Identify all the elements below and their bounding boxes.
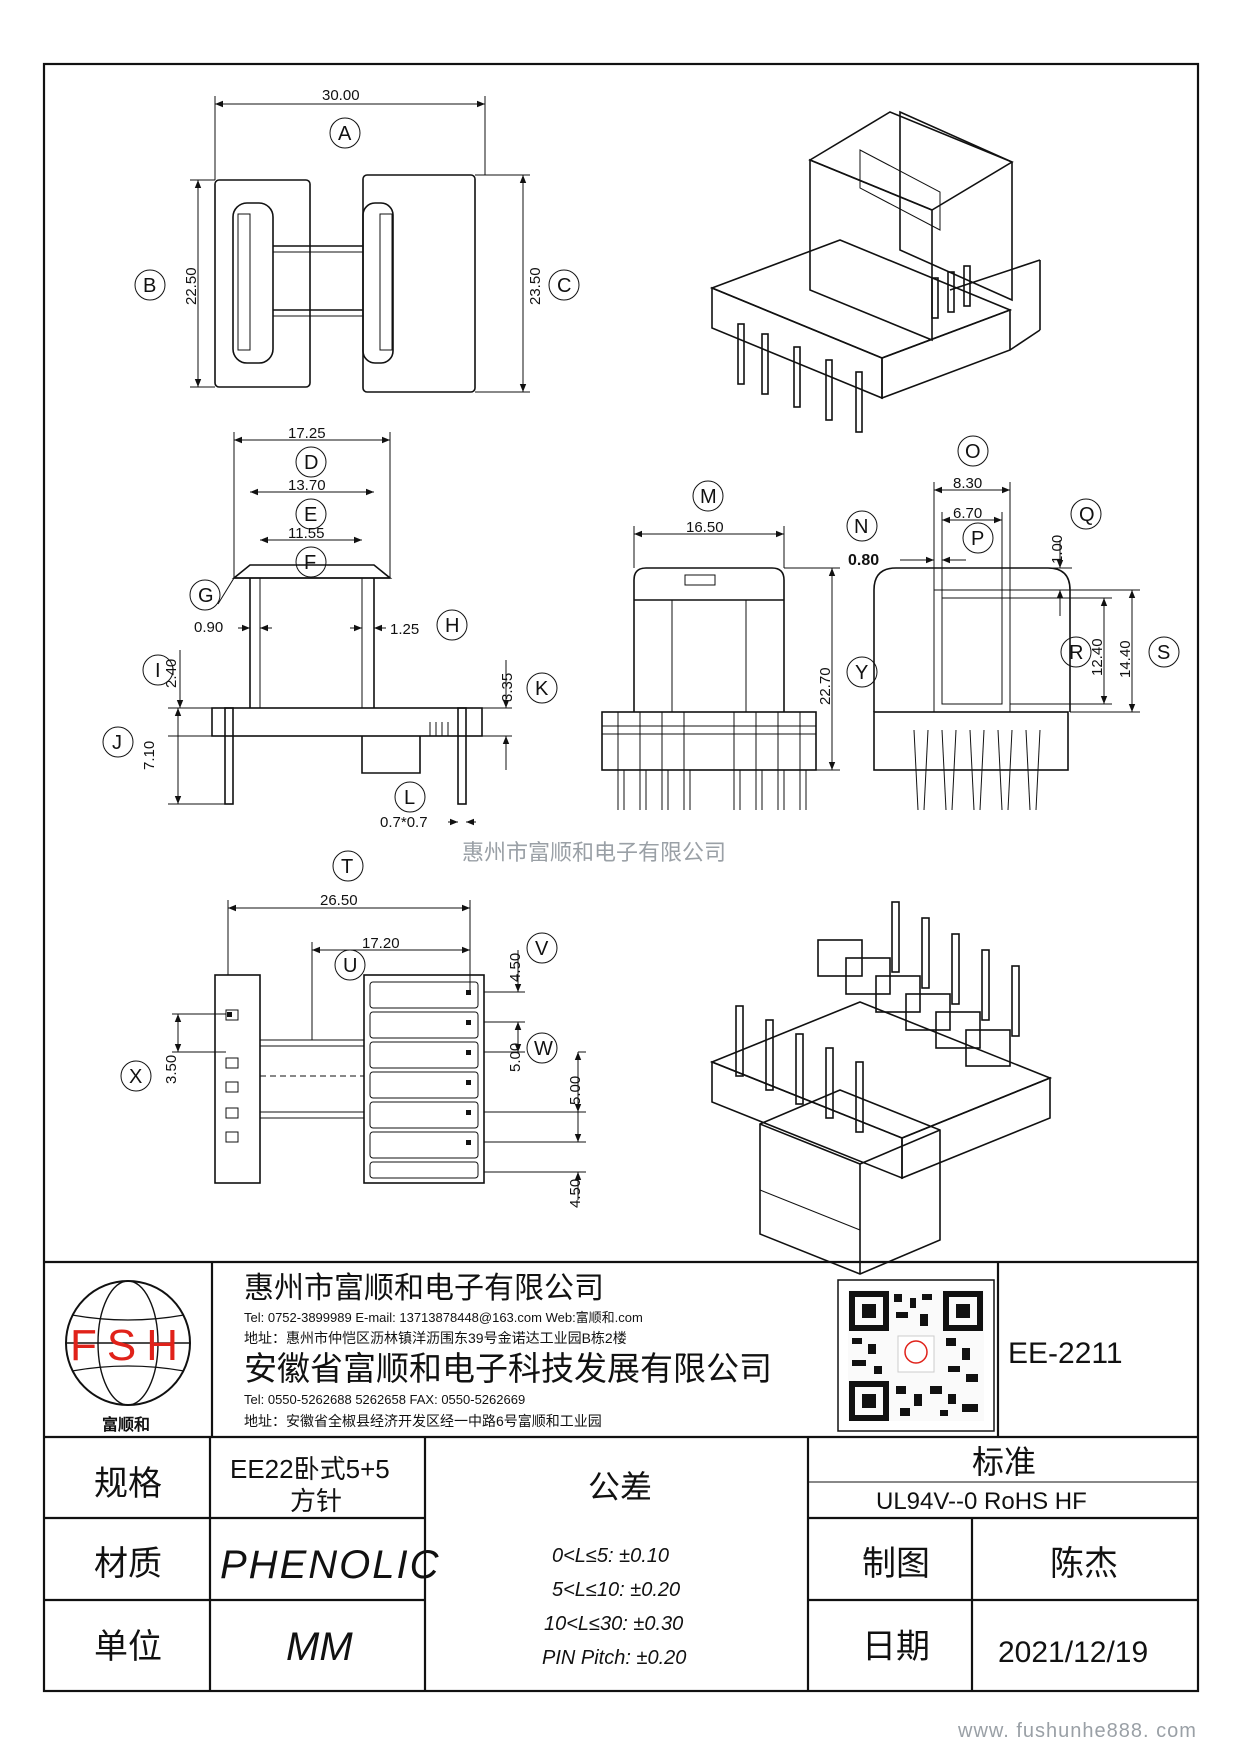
bubble-t: T — [341, 856, 353, 878]
fsh-logo: FSH 富顺和 — [65, 1280, 191, 1434]
spec-value-line2: 方针 — [290, 1486, 342, 1516]
drawn-value: 陈杰 — [1050, 1545, 1118, 1583]
dim-6-70: 6.70 — [953, 505, 982, 522]
section-view: 8.30 O 6.70 P N 0.80 Q 1.00 12.40 R — [846, 435, 1180, 811]
dim-0-80: 0.80 — [848, 552, 879, 569]
dim-2-40: 2.40 — [163, 659, 180, 688]
bubble-q: Q — [1079, 504, 1095, 526]
part-number: EE-2211 — [1008, 1337, 1123, 1370]
date-label: 日期 — [862, 1628, 930, 1666]
dim-5-00-top: 5.00 — [507, 1043, 524, 1072]
logo-caption: 富顺和 — [102, 1415, 150, 1434]
company2-name: 安徽省富顺和电子科技发展有限公司 — [244, 1350, 772, 1387]
dim-4-50-top: 4.50 — [507, 953, 524, 982]
tolerance-row-2: 5<L≤10: ±0.20 — [552, 1579, 680, 1601]
standard-label: 标准 — [972, 1444, 1036, 1480]
tolerance-label: 公差 — [588, 1469, 652, 1505]
bubble-g: G — [198, 585, 214, 607]
material-label: 材质 — [94, 1545, 162, 1583]
bubble-h: H — [445, 615, 459, 637]
bubble-v: V — [535, 938, 549, 960]
tolerance-row-1: 0<L≤5: ±0.10 — [552, 1545, 669, 1567]
bubble-u: U — [343, 955, 357, 977]
dim-7-10: 7.10 — [141, 741, 158, 770]
bubble-r: R — [1069, 642, 1083, 664]
bubble-l: L — [404, 787, 415, 809]
unit-value: MM — [286, 1625, 353, 1669]
side-view: 16.50 M 22.70 Y — [601, 480, 878, 810]
dim-22-50: 22.50 — [183, 267, 200, 305]
dim-16-50: 16.50 — [686, 519, 724, 536]
company1-contact: Tel: 0752-3899989 E-mail: 13713878448@16… — [244, 1310, 643, 1325]
bubble-y: Y — [855, 662, 868, 684]
company1-address: 地址：惠州市仲恺区沥林镇洋沥围东39号金诺达工业园B栋2楼 — [244, 1330, 627, 1346]
bubble-w: W — [534, 1038, 553, 1060]
dim-3-50: 3.50 — [163, 1055, 180, 1084]
isometric-view-bottom — [709, 901, 1053, 1275]
watermark-center: 惠州市富顺和电子有限公司 — [462, 840, 726, 865]
dim-17-20: 17.20 — [362, 935, 400, 952]
drawn-label: 制图 — [862, 1545, 930, 1583]
dim-3-35: 3.35 — [499, 673, 516, 702]
dim-22-70: 22.70 — [817, 667, 834, 705]
bubble-b: B — [143, 275, 156, 297]
sheet-border — [42, 62, 1200, 1693]
dim-11-55: 11.55 — [288, 525, 324, 542]
spec-label: 规格 — [94, 1465, 162, 1503]
dim-13-70: 13.70 — [288, 477, 326, 494]
dim-1-00: 1.00 — [1049, 535, 1066, 564]
dim-12-40: 12.40 — [1089, 638, 1106, 676]
dim-5-00-bottom: 5.00 — [567, 1076, 584, 1105]
isometric-view-top — [709, 110, 1041, 433]
bubble-a: A — [338, 123, 352, 145]
dim-26-50: 26.50 — [320, 892, 358, 909]
title-block: FSH 富顺和 惠州市富顺和电子有限公司 Tel: 0752-3899989 E… — [44, 1260, 1198, 1691]
bubble-m: M — [700, 486, 717, 508]
bubble-j: J — [112, 732, 122, 754]
bubble-k: K — [535, 678, 549, 700]
material-value: PHENOLIC — [220, 1543, 441, 1587]
dim-30-00: 30.00 — [322, 87, 360, 104]
dim-23-50: 23.50 — [527, 267, 544, 305]
dim-0-7x0-7: 0.7*0.7 — [380, 814, 428, 831]
watermark-footer: www. fushunhe888. com — [957, 1720, 1197, 1742]
unit-label: 单位 — [94, 1628, 162, 1666]
bubble-c: C — [557, 275, 571, 297]
dim-1-25: 1.25 — [390, 621, 419, 638]
tolerance-row-3: 10<L≤30: ±0.30 — [544, 1613, 683, 1635]
bubble-s: S — [1157, 642, 1170, 664]
qr-code — [837, 1279, 995, 1432]
bubble-e: E — [304, 504, 317, 526]
bubble-p: P — [971, 528, 984, 550]
tolerance-row-4: PIN Pitch: ±0.20 — [542, 1647, 686, 1669]
front-view: 17.25 D 13.70 E 11.55 F G 0.90 1.25 H 2.… — [102, 425, 558, 831]
dim-14-40: 14.40 — [1117, 640, 1134, 678]
bubble-o: O — [965, 441, 981, 463]
bubble-f: F — [304, 552, 316, 574]
dim-17-25: 17.25 — [288, 425, 326, 442]
standard-value: UL94V--0 RoHS HF — [876, 1488, 1087, 1515]
dim-8-30: 8.30 — [953, 475, 982, 492]
company1-name: 惠州市富顺和电子有限公司 — [244, 1272, 604, 1305]
company2-address: 地址：安徽省全椒县经济开发区经一中路6号富顺和工业园 — [244, 1413, 602, 1429]
bubble-i: I — [155, 660, 161, 682]
bubble-x: X — [129, 1066, 142, 1088]
spec-value-line1: EE22卧式5+5 — [230, 1454, 390, 1484]
dim-0-90: 0.90 — [194, 619, 223, 636]
bubble-d: D — [304, 452, 318, 474]
company2-contact: Tel: 0550-5262688 5262658 FAX: 0550-5262… — [244, 1392, 525, 1407]
logo-text: FSH — [70, 1321, 188, 1370]
bottom-view: 26.50 T 17.20 U 4.50 V 5.00 W 5.00 4.50 — [120, 850, 586, 1208]
top-view: 30.00 A 22.50 B 23.50 C — [134, 87, 580, 393]
bubble-n: N — [854, 516, 868, 538]
date-value: 2021/12/19 — [998, 1636, 1148, 1669]
dim-4-50-bottom: 4.50 — [567, 1179, 584, 1208]
